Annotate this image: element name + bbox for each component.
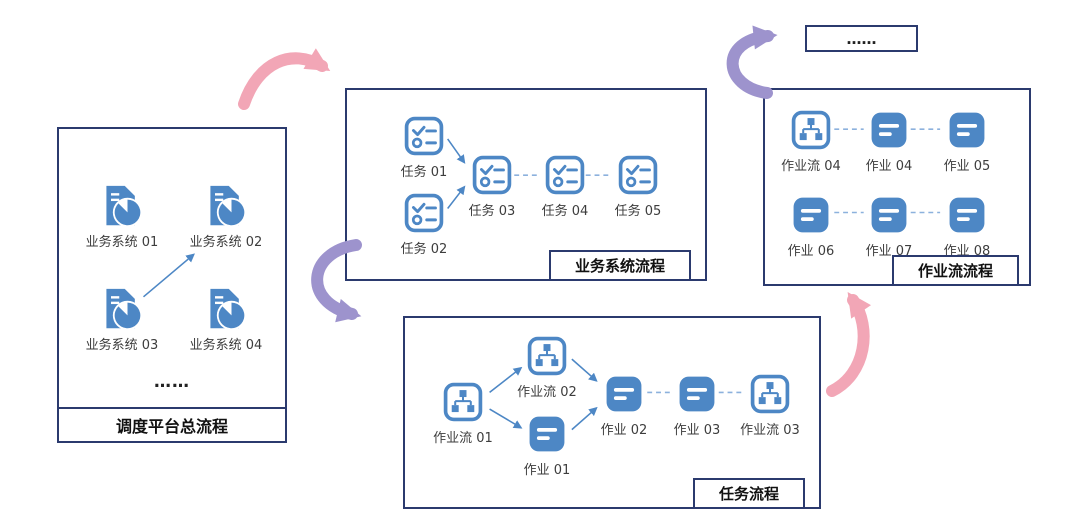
node-task-01: 任务 01 — [394, 114, 454, 180]
checklist-icon — [470, 153, 514, 197]
node-job-07: 作业 07 — [853, 193, 925, 259]
node-jobflow-01: 作业流 01 — [427, 380, 499, 446]
node-label: 作业 01 — [523, 463, 571, 478]
checklist-icon — [543, 153, 587, 197]
node-label: 业务系统 04 — [189, 338, 263, 353]
document-chart-icon — [100, 287, 144, 331]
node-label: 任务 03 — [468, 204, 516, 219]
node-label: 作业 05 — [943, 159, 991, 174]
checklist-icon — [402, 114, 446, 158]
node-business-system-01: 业务系统 01 — [79, 184, 165, 250]
panel-title: 作业流流程 — [891, 255, 1019, 286]
hierarchy-icon — [525, 334, 569, 378]
node-task-03: 任务 03 — [462, 153, 522, 219]
node-job-01: 作业 01 — [517, 412, 577, 478]
node-task-04: 任务 04 — [535, 153, 595, 219]
pink-curved-arrow-to-business-flow — [238, 48, 331, 110]
node-label: 业务系统 02 — [189, 235, 263, 250]
node-label: 任务 01 — [400, 165, 448, 180]
document-chart-icon — [204, 287, 248, 331]
hierarchy-icon — [789, 108, 833, 152]
panel-jobflow-flow: 作业流 04 作业 04 作业 05 作业 06 作业 07 作业 08 作 — [763, 88, 1031, 286]
job-card-icon — [867, 108, 911, 152]
node-job-03: 作业 03 — [667, 372, 727, 438]
node-label: 作业流 03 — [740, 423, 800, 438]
job-card-icon — [525, 412, 569, 456]
node-job-06: 作业 06 — [775, 193, 847, 259]
job-card-icon — [789, 193, 833, 237]
hierarchy-icon — [441, 380, 485, 424]
node-job-08: 作业 08 — [931, 193, 1003, 259]
checklist-icon — [616, 153, 660, 197]
job-card-icon — [675, 372, 719, 416]
ellipsis-text: …… — [846, 29, 877, 48]
node-label: 任务 05 — [614, 204, 662, 219]
node-label: 任务 04 — [541, 204, 589, 219]
pink-curved-arrow-to-jobflow-flow — [826, 292, 872, 397]
panel-business-system-flow: 任务 01 任务 02 任务 03 任务 04 任务 05 业务系统流程 — [345, 88, 707, 281]
node-label: 业务系统 01 — [85, 235, 159, 250]
node-task-05: 任务 05 — [608, 153, 668, 219]
job-card-icon — [945, 193, 989, 237]
panel-title: 调度平台总流程 — [59, 407, 285, 441]
node-label: 作业 02 — [600, 423, 648, 438]
node-job-02: 作业 02 — [594, 372, 654, 438]
panel-title: 任务流程 — [692, 478, 805, 509]
job-card-icon — [602, 372, 646, 416]
node-label: 作业 06 — [787, 244, 835, 259]
node-task-02: 任务 02 — [394, 191, 454, 257]
document-chart-icon — [204, 184, 248, 228]
node-label: 作业流 01 — [433, 431, 493, 446]
node-job-04: 作业 04 — [853, 108, 925, 174]
node-label: 业务系统 03 — [85, 338, 159, 353]
panel-title: 业务系统流程 — [548, 250, 691, 281]
node-business-system-04: 业务系统 04 — [183, 287, 269, 353]
node-label: 作业流 04 — [781, 159, 841, 174]
node-label: 作业 03 — [673, 423, 721, 438]
hierarchy-icon — [748, 372, 792, 416]
node-job-05: 作业 05 — [931, 108, 1003, 174]
node-label: 作业 04 — [865, 159, 913, 174]
ellipsis-text: …… — [154, 372, 190, 392]
purple-curved-arrow-to-ellipsis — [726, 25, 778, 99]
job-card-icon — [867, 193, 911, 237]
panel-scheduling-overview: 业务系统 01 业务系统 02 业务系统 03 业务系统 04 …… 调度平台总… — [57, 127, 287, 443]
document-chart-icon — [100, 184, 144, 228]
connector-layer — [142, 253, 195, 298]
node-jobflow-04: 作业流 04 — [775, 108, 847, 174]
node-jobflow-02: 作业流 02 — [511, 334, 583, 400]
node-label: 任务 02 — [400, 242, 448, 257]
ellipsis-box: …… — [805, 25, 918, 52]
node-business-system-03: 业务系统 03 — [79, 287, 165, 353]
checklist-icon — [402, 191, 446, 235]
panel-task-flow: 作业流 01 作业流 02 作业 01 作业 02 作业 03 作业流 03 — [403, 316, 821, 509]
job-card-icon — [945, 108, 989, 152]
node-business-system-02: 业务系统 02 — [183, 184, 269, 250]
node-label: 作业流 02 — [517, 385, 577, 400]
node-jobflow-03: 作业流 03 — [734, 372, 806, 438]
